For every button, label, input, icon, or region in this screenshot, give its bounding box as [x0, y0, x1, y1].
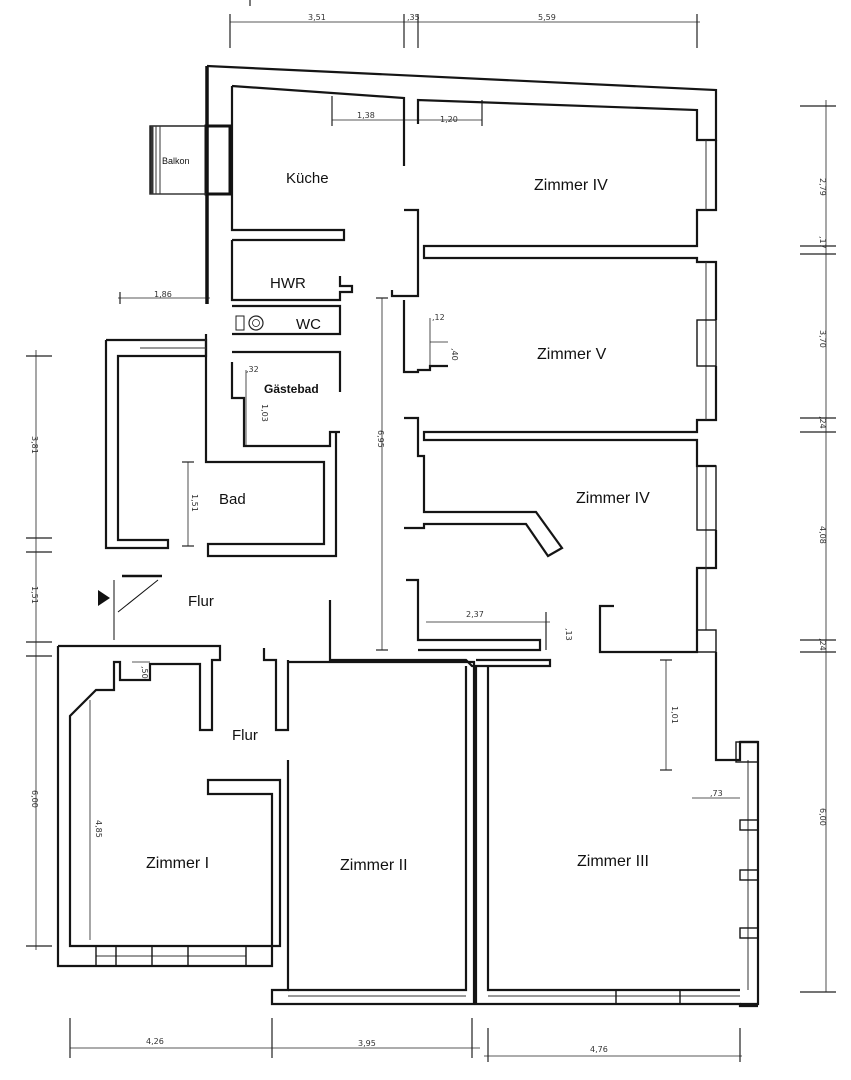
- dim-label-bottom-2: 3,95: [358, 1039, 376, 1048]
- dim-label-bath-small-2: 1,03: [260, 404, 269, 422]
- dim-label-right-5: 4,08: [818, 526, 827, 544]
- room-label-zimmer-iv-mid: Zimmer IV: [576, 490, 650, 507]
- room-label-wc: WC: [296, 316, 321, 333]
- dim-label-bottom-1: 4,26: [146, 1037, 164, 1046]
- dim-label-left-3: 6,00: [30, 790, 39, 808]
- room-label-bad: Bad: [219, 491, 246, 508]
- dim-label-zimmer-i-side: 4,85: [94, 820, 103, 838]
- dim-label-zv-small-2: ,40: [450, 348, 459, 361]
- dim-label-bad-side: 1,51: [190, 494, 199, 512]
- room-label-gaestebad: Gästebad: [264, 382, 319, 396]
- dim-label-left-1: 3,81: [30, 436, 39, 454]
- dim-label-top-3: 5,59: [538, 13, 556, 22]
- dim-label-left-inner: 1,86: [154, 290, 172, 299]
- dimension-labels: 3,51 ,35 5,59 1,38 1,20 1,86 4,26 3,95 4…: [30, 13, 827, 1054]
- dim-label-bottom-3: 4,76: [590, 1045, 608, 1054]
- room-label-zimmer-i: Zimmer I: [146, 855, 209, 872]
- dim-label-right-7: 6,00: [818, 808, 827, 826]
- room-label-flur-upper: Flur: [188, 593, 214, 610]
- dim-label-bath-small-1: ,32: [246, 365, 259, 374]
- room-label-zimmer-iii: Zimmer III: [577, 853, 649, 870]
- room-labels: Balkon Küche Zimmer IV HWR WC Zimmer V G…: [146, 156, 650, 874]
- dimension-lines: [26, 0, 836, 1062]
- dim-label-center-vertical: 6,95: [376, 430, 385, 448]
- dim-label-zv-small-1: ,12: [432, 313, 445, 322]
- dim-label-top-2: ,35: [407, 13, 420, 22]
- room-label-zimmer-v: Zimmer V: [537, 346, 607, 363]
- room-label-balkon: Balkon: [162, 156, 190, 166]
- dim-label-top-inner-2: 1,20: [440, 115, 458, 124]
- dim-label-zimmer-iii-bay: ,73: [710, 789, 723, 798]
- dim-label-zimmer-iv-small: ,13: [564, 628, 573, 641]
- dim-label-right-6: ,24: [818, 638, 827, 651]
- dim-label-right-3: 3,70: [818, 330, 827, 348]
- room-label-flur-lower: Flur: [232, 727, 258, 744]
- walls: [56, 64, 760, 1008]
- room-label-hwr: HWR: [270, 275, 306, 292]
- dim-label-zimmer-iii-side: 1,01: [670, 706, 679, 724]
- dim-label-zimmer-i-small: ,50: [140, 666, 149, 679]
- dim-label-zimmer-iv-width: 2,37: [466, 610, 484, 619]
- dim-label-top-inner-1: 1,38: [357, 111, 375, 120]
- dim-label-left-2: 1,51: [30, 586, 39, 604]
- dim-label-right-4: ,24: [818, 416, 827, 429]
- room-label-kueche: Küche: [286, 170, 329, 187]
- dim-label-top-1: 3,51: [308, 13, 326, 22]
- room-label-zimmer-ii: Zimmer II: [340, 857, 408, 874]
- room-label-zimmer-iv-top: Zimmer IV: [534, 177, 608, 194]
- dim-label-right-1: 2,79: [818, 178, 827, 196]
- dim-label-right-2: ,17: [818, 236, 827, 249]
